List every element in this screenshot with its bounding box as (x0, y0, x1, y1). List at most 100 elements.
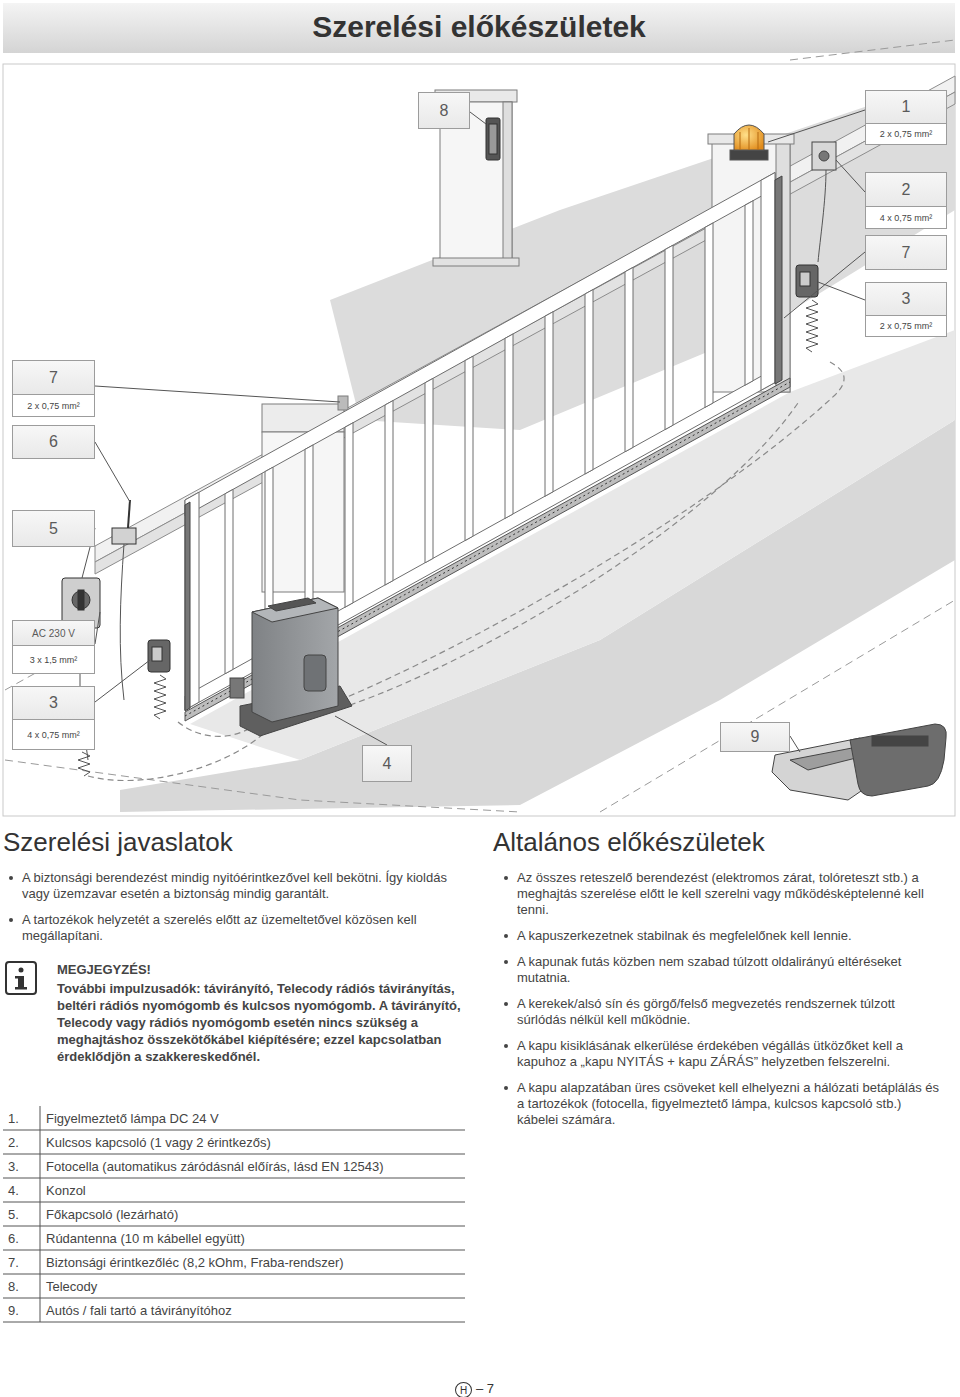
leader-line-part (95, 442, 130, 502)
callout-box: 24 x 0,75 mm² (865, 172, 947, 229)
info-icon-part (19, 968, 24, 973)
callout-box: 8 (418, 92, 470, 129)
photocell-left (148, 640, 170, 719)
cable-spec: 2 x 0,75 mm² (866, 123, 946, 144)
warning-lamp-part (740, 132, 741, 150)
leader-line-part (95, 660, 150, 702)
leader-line-part (335, 716, 387, 745)
gate-part (185, 492, 199, 710)
warning-lamp (730, 125, 768, 160)
cable-conduit-part (350, 400, 800, 705)
motor-part (304, 655, 326, 691)
callout-number: 5 (13, 511, 94, 546)
callout-box: AC 230 V3 x 1,5 mm² (12, 620, 95, 674)
photocell-left-part (154, 675, 166, 719)
antenna (112, 500, 136, 700)
bullet-dot (9, 876, 13, 880)
warning-lamp-part (758, 132, 759, 150)
callout-number: 7 (866, 236, 946, 269)
antenna-part (120, 544, 124, 700)
antenna-part (128, 500, 130, 528)
ground-line-part (600, 600, 955, 812)
note-title: MEGJEGYZÉS! (57, 962, 467, 978)
callout-number: AC 230 V (13, 621, 94, 645)
note-text: További impulzusadók: távirányító, Telec… (57, 980, 465, 1065)
callout-number: 3 (13, 687, 94, 719)
cable-spec: 2 x 0,75 mm² (13, 394, 94, 416)
list-number: 4. (8, 1183, 38, 1199)
main-switch-part (78, 590, 84, 610)
key-switch (812, 142, 836, 262)
telecody-keypad (486, 118, 500, 160)
photocell-right-part (806, 300, 818, 352)
leader-line-part (470, 112, 486, 124)
list-text: Fotocella (automatikus záródásnál előírá… (46, 1159, 464, 1175)
list-rule-part (3, 1178, 465, 1179)
callout-number: 9 (721, 723, 789, 751)
telecody-keypad-part (489, 124, 497, 154)
callout-box: 34 x 0,75 mm² (12, 686, 95, 750)
bullet-text: A kerekek/alsó sín és görgő/felső megvez… (517, 996, 945, 1028)
leader-line-part (784, 252, 865, 318)
safety-edge-part (185, 502, 190, 711)
antenna-part (112, 528, 136, 544)
leader-line-part (836, 160, 865, 192)
remote-holder-part (850, 724, 946, 796)
ground (120, 86, 955, 812)
gate-part (385, 401, 393, 585)
wall (95, 76, 955, 574)
ground-line (5, 40, 955, 812)
bullet-dot (504, 1044, 508, 1048)
warning-lamp-part (734, 125, 764, 150)
ground-line-part (5, 640, 95, 690)
photocell-left-part (152, 647, 162, 661)
cable-spec: 4 x 0,75 mm² (13, 719, 94, 749)
language-badge: H (455, 1382, 472, 1397)
gate-part (585, 290, 593, 474)
callout-number: 6 (13, 426, 94, 458)
page-title: Szerelési előkészületek (3, 8, 955, 46)
gate-part (665, 245, 673, 429)
callout-box: 12 x 0,75 mm² (865, 90, 947, 145)
bullet-dot (504, 960, 508, 964)
bullet-dot (504, 934, 508, 938)
callout-box: 4 (362, 745, 412, 782)
callout-number: H (456, 1383, 471, 1397)
leader-line-part (790, 736, 800, 752)
list-number: 8. (8, 1279, 38, 1295)
gate-part (505, 334, 513, 518)
gate-part (225, 489, 233, 673)
callout-box: 7 (865, 235, 947, 270)
callout-number: 8 (419, 93, 469, 128)
callout-box: 5 (12, 510, 95, 547)
callout-box: 6 (12, 425, 95, 459)
gate-part (745, 201, 753, 385)
photocell-right-part (796, 265, 818, 297)
gear-rack-part (185, 378, 790, 721)
gate-part (761, 173, 775, 391)
list-number: 5. (8, 1207, 38, 1223)
bullet-dot (9, 918, 13, 922)
list-rule (3, 1106, 465, 1322)
info-icon-part (15, 976, 20, 979)
ground-line-part (790, 40, 955, 60)
bullet-text: Az összes reteszelő berendezést (elektro… (517, 870, 945, 918)
photocell-right (796, 265, 818, 352)
pillar-right (708, 134, 794, 392)
gate-part (345, 423, 353, 607)
list-text: Konzol (46, 1183, 464, 1199)
wall-part (95, 92, 955, 574)
motor-part (252, 598, 338, 622)
callout-box: 72 x 0,75 mm² (12, 360, 95, 417)
callout-number: 1 (866, 91, 946, 123)
list-rule-part (3, 1274, 465, 1275)
section-heading: Szerelési javaslatok (3, 826, 473, 858)
bullet-text: A tartozékok helyzetét a szerelés előtt … (22, 912, 462, 944)
telecody-keypad-part (486, 118, 500, 160)
list-number: 3. (8, 1159, 38, 1175)
list-rule-part (3, 1250, 465, 1251)
info-icon (6, 962, 36, 994)
bullet-dot (504, 1086, 508, 1090)
main-switch-part (72, 591, 90, 609)
